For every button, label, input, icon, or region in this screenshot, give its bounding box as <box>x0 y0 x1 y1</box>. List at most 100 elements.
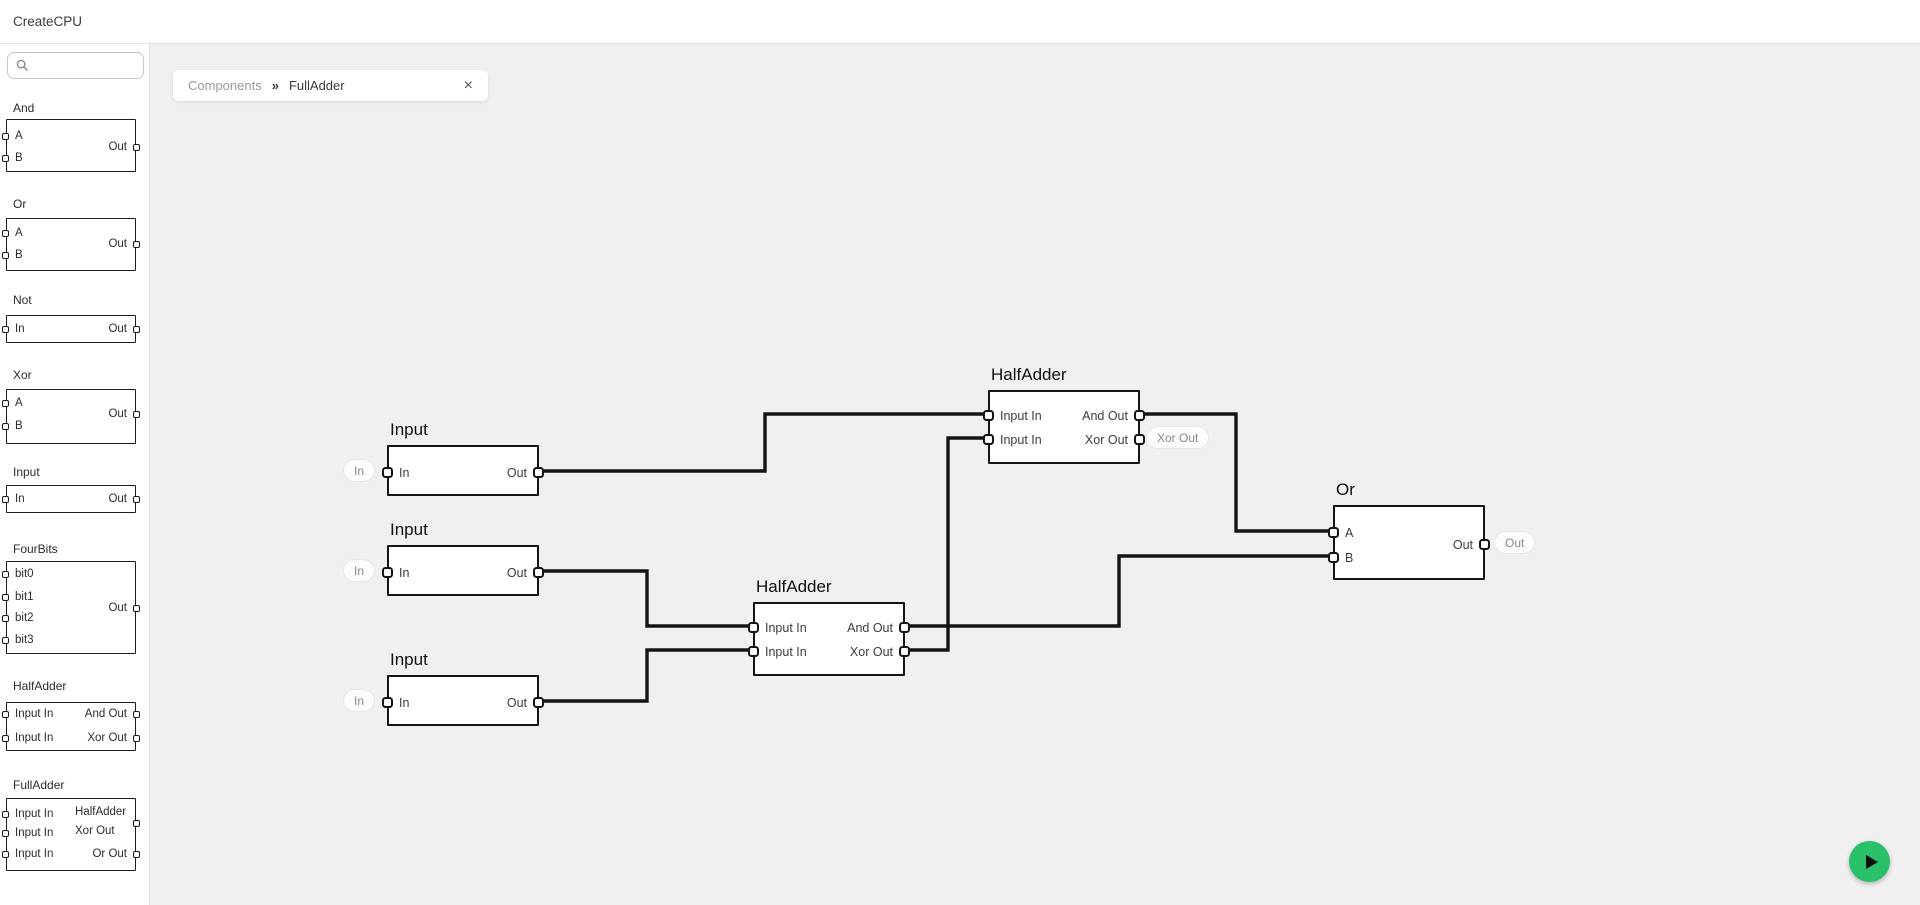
wire <box>906 554 1333 628</box>
port-out[interactable] <box>899 646 910 657</box>
sidebar-item-fourbits[interactable]: bit0 bit1 bit2 bit3 Out <box>2 561 140 654</box>
port-label: Out <box>108 323 127 335</box>
port-in[interactable] <box>2 400 9 407</box>
port-out[interactable] <box>133 820 140 827</box>
port-out[interactable] <box>133 144 140 151</box>
port-in[interactable] <box>2 711 9 718</box>
sidebar-item-xor[interactable]: A B Out <box>2 389 140 444</box>
port-label: In <box>15 493 25 505</box>
breadcrumb-root[interactable]: Components <box>188 78 262 93</box>
block-input-2[interactable]: Input In Out <box>382 520 544 596</box>
port-in[interactable] <box>2 133 9 140</box>
port-label: Xor Out <box>1084 433 1128 447</box>
port-out[interactable] <box>1479 539 1490 550</box>
port-in[interactable] <box>382 567 393 578</box>
port-label: A <box>15 130 23 142</box>
port-in[interactable] <box>2 830 9 837</box>
port-in[interactable] <box>2 811 9 818</box>
port-in[interactable] <box>2 155 9 162</box>
port-in[interactable] <box>748 646 759 657</box>
block-input-1[interactable]: Input In Out <box>382 420 544 496</box>
block-title: Input <box>390 420 428 439</box>
port-in[interactable] <box>382 697 393 708</box>
port-in[interactable] <box>983 410 994 421</box>
block-halfadder-bottom[interactable]: HalfAdder Input In Input In And Out Xor … <box>748 577 910 676</box>
port-label: Or Out <box>92 848 127 860</box>
port-out[interactable] <box>133 851 140 858</box>
port-in[interactable] <box>2 571 9 578</box>
port-in[interactable] <box>1328 527 1339 538</box>
port-in[interactable] <box>2 851 9 858</box>
port-out[interactable] <box>1134 410 1145 421</box>
port-label: In <box>399 696 410 710</box>
sidebar-item-input[interactable]: In Out <box>2 485 140 513</box>
block-halfadder-top[interactable]: HalfAdder Input In Input In And Out Xor … <box>983 365 1145 464</box>
port-out[interactable] <box>533 697 544 708</box>
port-out[interactable] <box>133 326 140 333</box>
port-in[interactable] <box>2 496 9 503</box>
port-label: Input In <box>15 732 54 744</box>
port-label: bit1 <box>15 591 34 603</box>
port-out[interactable] <box>133 711 140 718</box>
port-in[interactable] <box>983 434 994 445</box>
close-icon[interactable]: × <box>463 76 473 94</box>
port-label: B <box>15 249 23 261</box>
port-in[interactable] <box>2 637 9 644</box>
port-label: HalfAdder Xor Out <box>75 806 127 837</box>
port-out[interactable] <box>133 605 140 612</box>
play-button[interactable] <box>1849 841 1890 882</box>
port-out[interactable] <box>133 241 140 248</box>
port-out[interactable] <box>533 467 544 478</box>
component-name: And <box>13 101 35 115</box>
port-label: B <box>15 420 23 432</box>
port-label: A <box>15 397 23 409</box>
port-in[interactable] <box>2 230 9 237</box>
sidebar-item-or[interactable]: A B Out <box>2 218 140 271</box>
wire <box>906 436 988 652</box>
sidebar-item-fulladder[interactable]: Input In Input In Input In HalfAdder Xor… <box>2 798 140 871</box>
port-in[interactable] <box>382 467 393 478</box>
port-label: Out <box>506 696 527 710</box>
port-label: Xor Out <box>849 645 893 659</box>
port-label: Input In <box>765 621 807 635</box>
port-in[interactable] <box>1328 552 1339 563</box>
app-title: CreateCPU <box>13 14 83 29</box>
port-in[interactable] <box>2 615 9 622</box>
external-pin-label: In <box>344 460 375 481</box>
port-in[interactable] <box>2 594 9 601</box>
sidebar-item-halfadder[interactable]: Input In Input In And Out Xor Out <box>2 702 140 751</box>
port-in[interactable] <box>748 622 759 633</box>
port-in[interactable] <box>2 252 9 259</box>
search-input[interactable] <box>35 55 125 76</box>
port-in[interactable] <box>2 326 9 333</box>
port-out[interactable] <box>133 411 140 418</box>
breadcrumb-separator-icon: » <box>271 78 279 93</box>
port-out[interactable] <box>133 735 140 742</box>
port-out[interactable] <box>899 622 910 633</box>
search-box[interactable] <box>7 52 144 79</box>
block-input-3[interactable]: Input In Out <box>382 650 544 726</box>
sidebar-item-not[interactable]: In Out <box>2 315 140 343</box>
port-out[interactable] <box>533 567 544 578</box>
port-label: Out <box>108 141 127 153</box>
port-label: Out <box>108 493 127 505</box>
port-label: A <box>1345 526 1354 540</box>
breadcrumb-current: FullAdder <box>288 78 345 93</box>
component-name: Not <box>13 293 32 307</box>
topbar: CreateCPU <box>0 0 1920 44</box>
port-label: In <box>399 466 410 480</box>
block-title: Input <box>390 520 428 539</box>
block-or[interactable]: Or A B Out <box>1328 480 1490 580</box>
external-pin-label: Out <box>1495 532 1535 553</box>
port-out[interactable] <box>133 496 140 503</box>
tab-fulladder[interactable]: Components » FullAdder × <box>173 70 488 101</box>
component-name: Or <box>13 197 27 211</box>
port-label: Input In <box>15 708 54 720</box>
port-label: In <box>15 323 25 335</box>
sidebar-item-and[interactable]: A B Out <box>2 119 140 172</box>
port-out[interactable] <box>1134 434 1145 445</box>
external-pin-label: In <box>344 560 375 581</box>
port-in[interactable] <box>2 423 9 430</box>
port-in[interactable] <box>2 735 9 742</box>
